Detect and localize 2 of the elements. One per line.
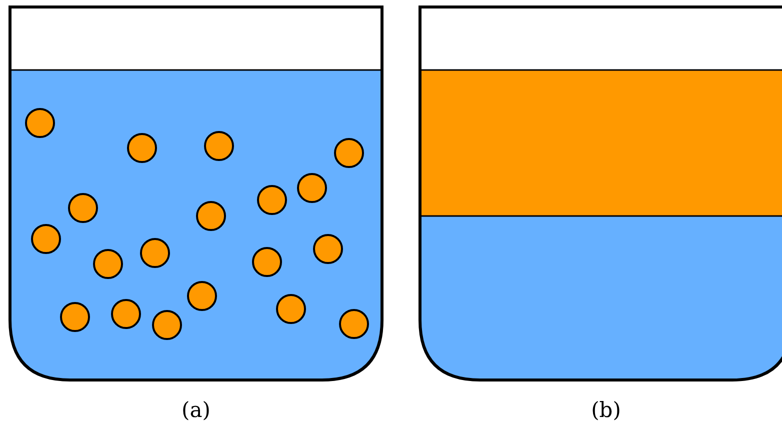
panel-label: (b) [590,398,622,422]
panel-label: (a) [180,398,212,422]
